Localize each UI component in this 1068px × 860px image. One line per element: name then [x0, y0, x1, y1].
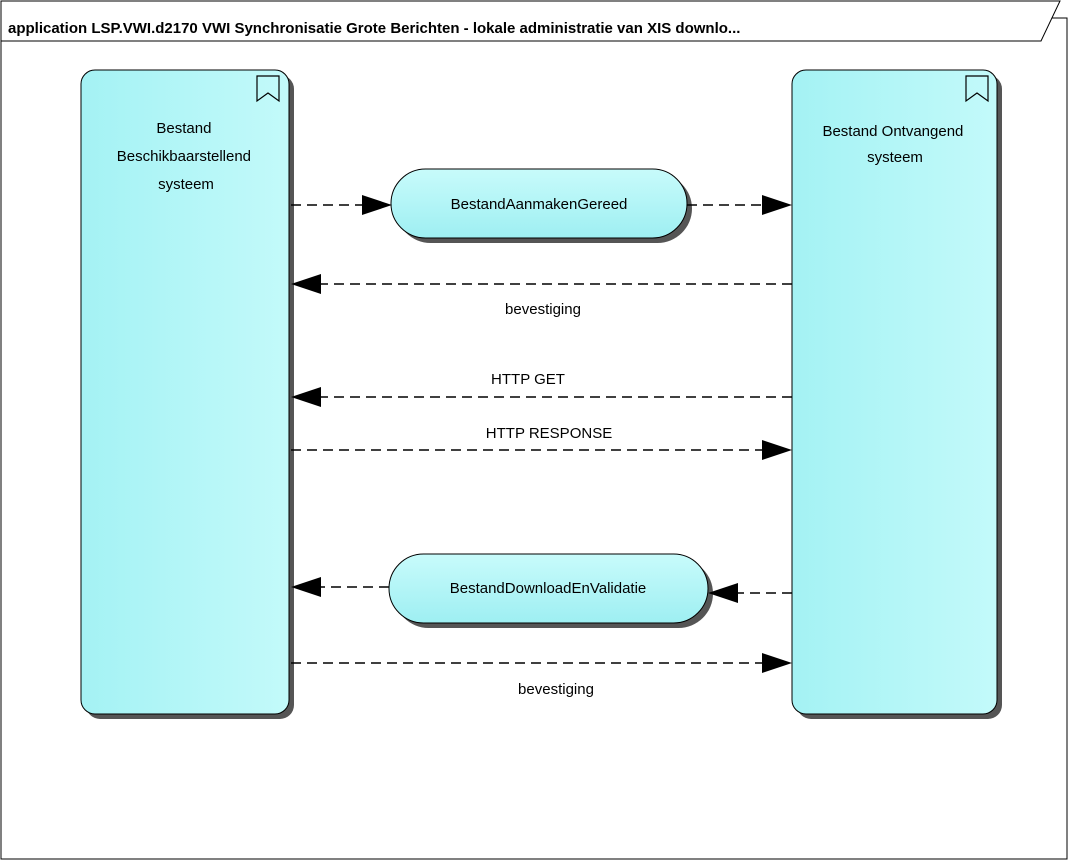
flow-bevestiging-2: bevestiging — [291, 653, 792, 698]
process-bestand-aanmaken-gereed[interactable]: BestandAanmakenGereed — [390, 168, 692, 243]
arrowhead — [291, 577, 321, 597]
arrowhead — [762, 195, 792, 215]
frame-title: application LSP.VWI.d2170 VWI Synchronis… — [8, 20, 740, 37]
flow-bevestiging-2-label: bevestiging — [518, 681, 594, 698]
flow-right-to-download — [708, 583, 792, 603]
component-bookmark-icon — [256, 75, 280, 103]
arrowhead — [762, 653, 792, 673]
arrowhead — [762, 440, 792, 460]
flow-http-response-label: HTTP RESPONSE — [486, 425, 612, 442]
flow-http-get-label: HTTP GET — [491, 371, 565, 388]
left-component-label-line-2: Beschikbaarstellend — [117, 148, 251, 165]
arrowhead — [362, 195, 392, 215]
left-component-label-line-3: systeem — [158, 176, 214, 193]
arrowhead — [708, 583, 738, 603]
right-component-label-line-1: Bestand Ontvangend — [822, 123, 963, 140]
left-component-label: Bestand Beschikbaarstellend systeem — [117, 120, 255, 193]
flow-bevestiging-1-label: bevestiging — [505, 301, 581, 318]
flow-download-to-left — [291, 577, 389, 597]
component-bestand-ontvangend[interactable]: Bestand Ontvangend systeem — [791, 69, 1002, 719]
right-component-label: Bestand Ontvangend systeem — [822, 123, 967, 166]
flow-left-to-aanmaken — [291, 195, 392, 215]
flow-http-response: HTTP RESPONSE — [291, 425, 792, 460]
process-download-label: BestandDownloadEnValidatie — [450, 580, 647, 597]
component-bookmark-icon — [965, 75, 989, 103]
process-aanmaken-label: BestandAanmakenGereed — [451, 196, 628, 213]
left-component-label-line-1: Bestand — [156, 120, 211, 137]
process-bestand-download-en-validatie[interactable]: BestandDownloadEnValidatie — [388, 553, 713, 628]
flow-http-get: HTTP GET — [291, 371, 792, 407]
flow-aanmaken-to-right — [687, 195, 792, 215]
arrowhead — [291, 274, 321, 294]
component-bestand-beschikbaarstellend[interactable]: Bestand Beschikbaarstellend systeem — [80, 69, 294, 719]
flow-bevestiging-1: bevestiging — [291, 274, 792, 318]
arrowhead — [291, 387, 321, 407]
right-component-label-line-2: systeem — [867, 149, 923, 166]
